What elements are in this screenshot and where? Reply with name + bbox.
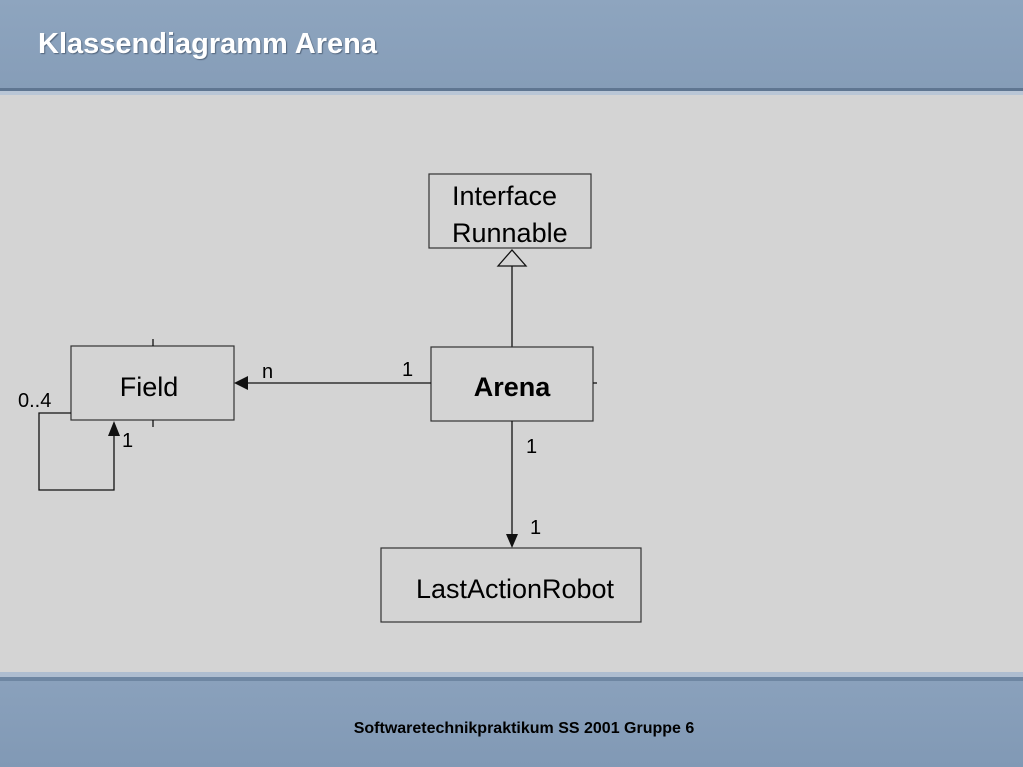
field-self-association xyxy=(38,412,115,491)
arena-field-arrowhead xyxy=(234,376,248,390)
arena-box xyxy=(430,346,594,422)
interface-runnable-box xyxy=(428,173,592,249)
slide-title: Klassendiagramm Arena xyxy=(38,28,378,60)
footer-rule-light xyxy=(0,672,1023,677)
slide-header xyxy=(0,0,1023,88)
slide-footer xyxy=(0,681,1023,767)
interface-label: Interface xyxy=(452,181,557,211)
field-box xyxy=(70,345,235,421)
header-rule-light xyxy=(0,91,1023,95)
arena-label: Arena xyxy=(474,372,552,402)
multiplicity-field-end: n xyxy=(262,361,273,383)
header-rule xyxy=(0,88,1023,91)
multiplicity-arena-robot-arena-end: 1 xyxy=(526,436,537,458)
field-self-arrowhead xyxy=(108,421,120,436)
multiplicity-self-top: 0..4 xyxy=(18,390,51,412)
runnable-label: Runnable xyxy=(452,218,568,248)
multiplicity-arena-robot-robot-end: 1 xyxy=(530,517,541,539)
arena-robot-arrowhead xyxy=(506,534,518,548)
last-action-robot-box xyxy=(380,547,642,623)
realization-triangle xyxy=(496,249,528,267)
footer-text: Softwaretechnikpraktikum SS 2001 Gruppe … xyxy=(353,720,695,737)
last-action-robot-label: LastActionRobot xyxy=(416,574,615,604)
field-label: Field xyxy=(120,372,179,402)
multiplicity-arena-end: 1 xyxy=(402,359,413,381)
multiplicity-self-bottom: 1 xyxy=(122,430,133,452)
footer-rule xyxy=(0,677,1023,681)
